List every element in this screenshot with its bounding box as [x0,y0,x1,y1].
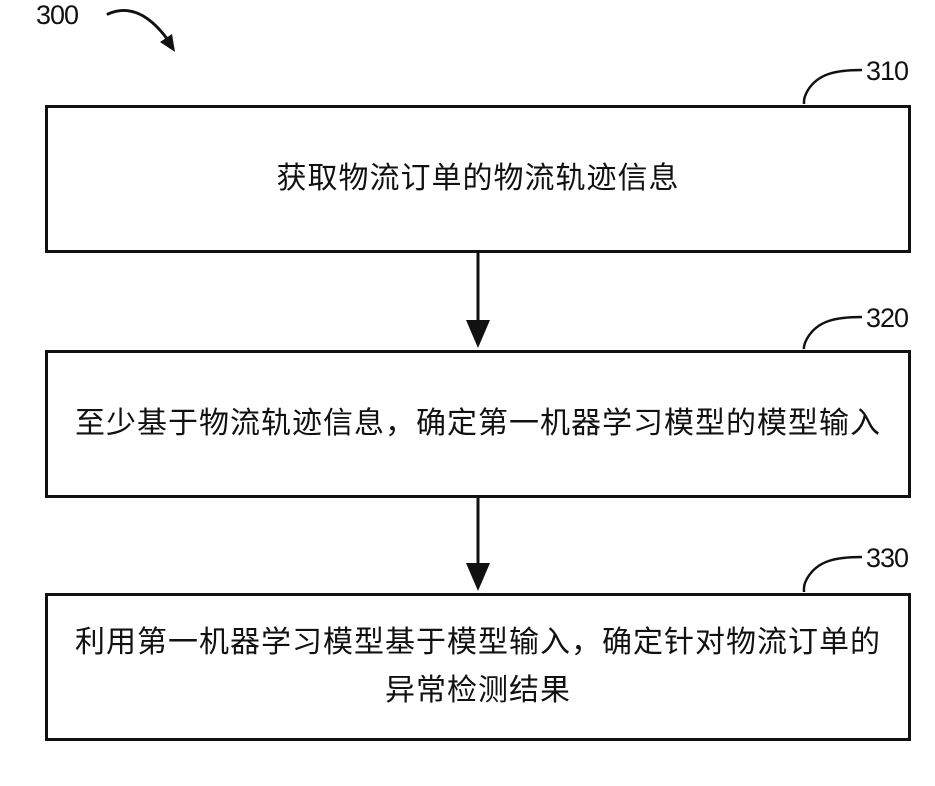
flow-arrow-320-to-330 [466,498,490,591]
flow-arrow-310-to-320 [466,253,490,348]
step-310-box: 获取物流订单的物流轨迹信息 [45,105,911,253]
step-330-text: 利用第一机器学习模型基于模型输入，确定针对物流订单的异常检测结果 [48,619,908,715]
step-320-reference-label: 320 [866,305,908,332]
step-320-text: 至少基于物流轨迹信息，确定第一机器学习模型的模型输入 [49,400,907,448]
leader-line-320 [804,317,862,349]
figure-pointer-arrow [108,10,175,52]
step-330-box: 利用第一机器学习模型基于模型输入，确定针对物流订单的异常检测结果 [45,593,911,741]
figure-number: 300 [36,2,78,29]
step-310-reference-label: 310 [866,58,908,85]
step-310-text: 获取物流订单的物流轨迹信息 [251,155,706,203]
leader-line-330 [804,557,862,592]
step-320-box: 至少基于物流轨迹信息，确定第一机器学习模型的模型输入 [45,350,911,498]
leader-line-310 [804,70,862,104]
step-330-reference-label: 330 [866,545,908,572]
